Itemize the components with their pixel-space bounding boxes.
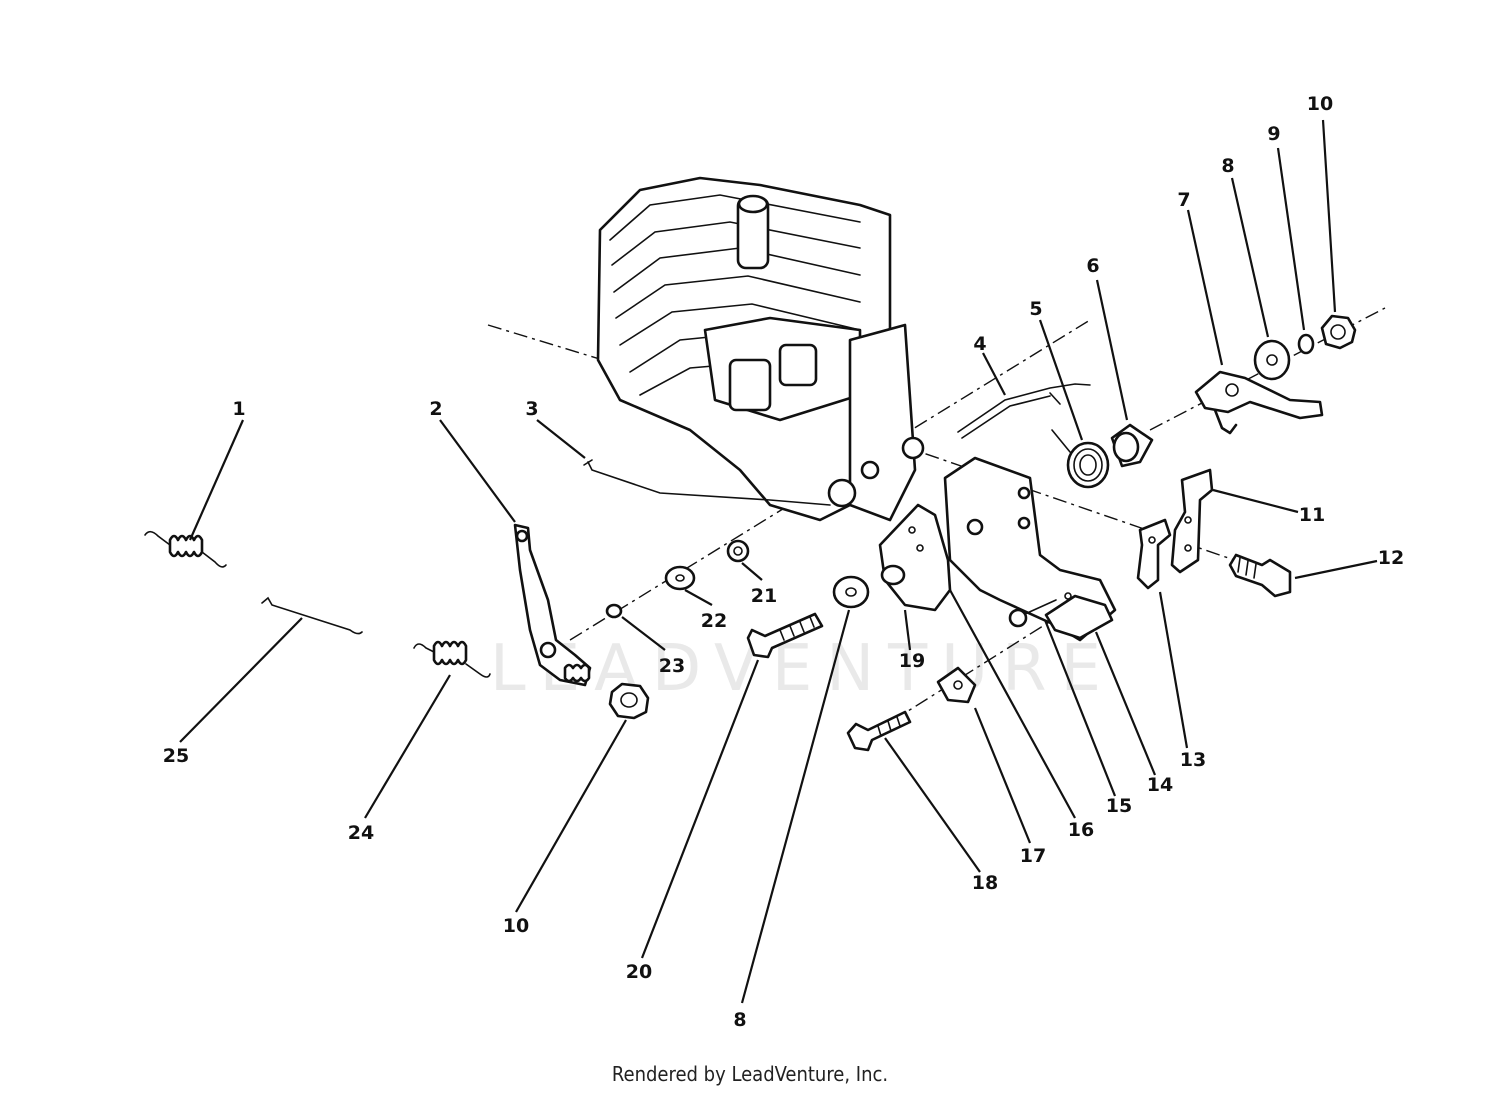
callout-21: 21 xyxy=(751,585,777,607)
callout-18: 18 xyxy=(972,872,998,894)
callout-11: 11 xyxy=(1299,504,1325,526)
callout-14: 14 xyxy=(1147,774,1173,796)
washer-part-22 xyxy=(664,565,696,591)
bolt-part-20 xyxy=(746,612,824,659)
callout-8-upper: 8 xyxy=(1221,155,1234,177)
callout-2: 2 xyxy=(429,398,442,420)
callout-12: 12 xyxy=(1378,547,1404,569)
governor-link-part-3 xyxy=(583,459,831,506)
callout-13: 13 xyxy=(1180,749,1206,771)
callout-17: 17 xyxy=(1020,845,1046,867)
callout-3: 3 xyxy=(525,398,538,420)
pin-part-15 xyxy=(1008,599,1057,628)
callout-22: 22 xyxy=(701,610,727,632)
callout-10-upper: 10 xyxy=(1307,93,1333,115)
footer-credit: Rendered by LeadVenture, Inc. xyxy=(611,1062,889,1086)
clip-part-17 xyxy=(936,666,977,704)
callout-19: 19 xyxy=(899,650,925,672)
lock-washer-part-9 xyxy=(1297,333,1315,355)
screw-part-18 xyxy=(846,710,912,752)
callout-15: 15 xyxy=(1106,795,1132,817)
bushing-part-21 xyxy=(726,539,750,563)
leader-lines xyxy=(179,119,1378,1004)
screw-part-12 xyxy=(1228,553,1292,598)
watermark: LEADVENTURE xyxy=(490,632,1115,706)
spring-part-24 xyxy=(413,640,491,678)
coil-spring-part-5 xyxy=(1051,429,1110,489)
callout-4: 4 xyxy=(973,333,986,355)
callout-numbers: 1 2 3 4 5 6 7 8 9 10 11 12 13 14 15 16 1… xyxy=(163,93,1404,1031)
throttle-wire-part-4 xyxy=(957,383,1091,439)
callout-25: 25 xyxy=(163,745,189,767)
engine-block xyxy=(596,176,925,522)
ring-part-23 xyxy=(605,603,623,619)
callout-20: 20 xyxy=(626,961,652,983)
callout-7: 7 xyxy=(1177,189,1190,211)
washer-part-8-upper xyxy=(1253,339,1291,381)
lever-arm-part-7 xyxy=(1194,370,1324,435)
control-bracket-part-16 xyxy=(943,456,1117,642)
plate-part-14 xyxy=(1044,594,1114,640)
callout-5: 5 xyxy=(1029,298,1042,320)
callout-10-lower: 10 xyxy=(503,915,529,937)
washer-part-8-lower xyxy=(832,575,870,609)
callout-6: 6 xyxy=(1086,255,1099,277)
callout-8-lower: 8 xyxy=(733,1009,746,1031)
callout-23: 23 xyxy=(659,655,685,677)
callout-1: 1 xyxy=(232,398,245,420)
nut-part-10-upper xyxy=(1320,314,1357,350)
nut-part-10-lower xyxy=(608,682,650,720)
control-lever-part-2 xyxy=(513,523,592,687)
clip-part-13 xyxy=(1136,518,1172,590)
callout-16: 16 xyxy=(1068,819,1094,841)
spring-part-1 xyxy=(144,530,227,568)
rod-part-25 xyxy=(261,596,363,635)
bushing-part-6 xyxy=(1110,423,1154,468)
bracket-part-11 xyxy=(1170,468,1214,574)
callout-24: 24 xyxy=(348,822,374,844)
callout-9: 9 xyxy=(1267,123,1280,145)
